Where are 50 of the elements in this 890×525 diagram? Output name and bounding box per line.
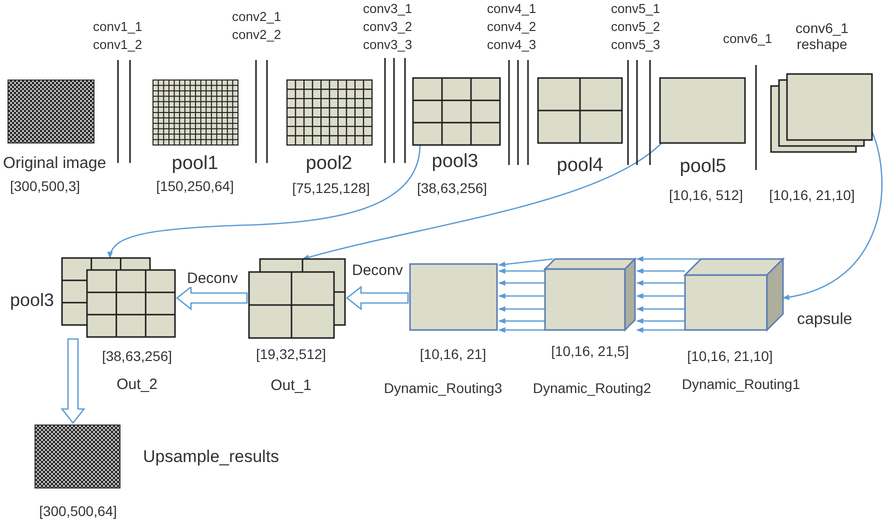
layer-name: conv3_3 [363,38,412,53]
shape-label: [75,125,128] [292,180,370,196]
layer-name: conv3_1 [363,2,412,17]
shape-label: capsule [797,311,852,330]
layer-name: conv4_3 [487,38,536,53]
shape-label: [10,16, 21] [420,346,486,362]
curved-arrow [782,132,882,300]
curved-arrow [108,144,421,259]
arrow-bundle [498,258,554,333]
layer-name: conv2_2 [232,28,282,43]
layer-name: pool4 [556,155,604,177]
shape-label: [10,16, 21,5] [551,343,629,360]
shape-label: [10,16, 21,10] [769,187,855,204]
layer-name: Dynamic_Routing1 [682,376,800,392]
layer-name: Dynamic_Routing3 [384,380,502,396]
shape-label: [150,250,64] [156,178,234,194]
layer-name: conv5_3 [611,38,660,53]
layer-name: pool3 [10,290,54,311]
layer-name: Upsample_results [143,447,280,467]
layer-name: conv5_2 [611,20,660,35]
layer-name: Dynamic_Routing2 [532,380,652,396]
layer-name: conv3_2 [363,20,412,35]
layer-name: Original image [3,155,106,174]
shape-label: [300,500,64] [39,503,117,520]
layer-name: conv1_2 [93,38,142,53]
layer-name: conv2_1 [232,10,282,25]
layer-name: conv6_1 reshape [794,20,850,52]
layer-name: conv6_1 [723,32,772,47]
curved-arrow [302,142,662,260]
hollow-arrow [346,286,409,310]
layer-name: pool2 [306,153,352,175]
layer-name: conv4_2 [487,20,536,35]
shape-label: [10,16, 512] [669,187,743,204]
shape-label: [38,63,256] [416,180,488,196]
shape-label: Out_2 [116,376,158,394]
hollow-arrow [176,286,248,310]
hollow-arrow [60,338,86,424]
layer-name: conv4_1 [487,2,536,17]
arrow-bundle [636,256,700,333]
layer-name: pool5 [680,156,726,178]
shape-label: [19,32,512] [256,346,326,362]
layer-name: pool1 [172,153,218,175]
shape-label: [38,63,256] [102,348,172,364]
layer-name: pool3 [432,151,478,173]
layer-name: conv5_1 [611,2,660,17]
shape-label: [10,16, 21,10] [687,348,773,364]
shape-label: [300,500,3] [10,178,80,194]
layer-name: Out_1 [270,377,312,394]
edge-label: Deconv [187,270,238,288]
layer-name: conv1_1 [93,20,142,35]
